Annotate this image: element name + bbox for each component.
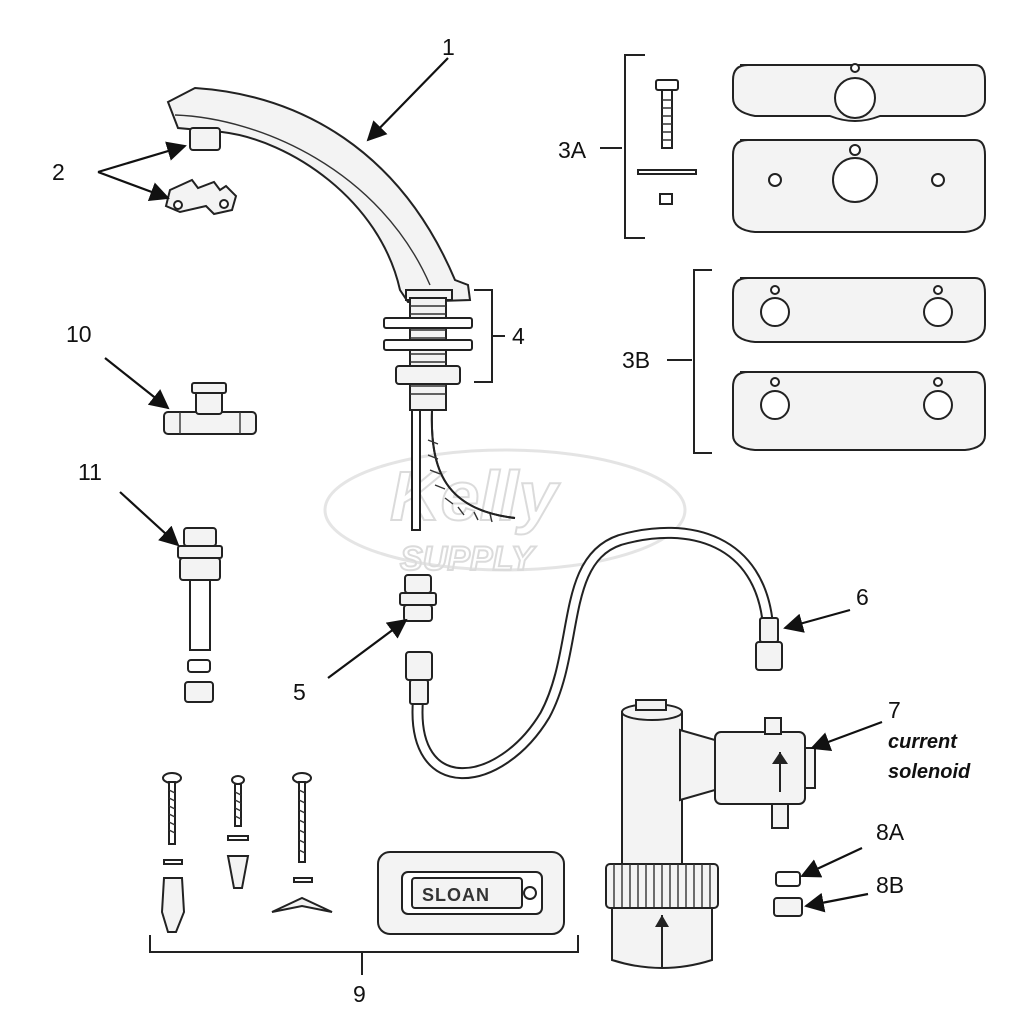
solenoid-valve-part-7 <box>605 699 816 969</box>
label-3b: 3B <box>622 347 650 373</box>
label-4: 4 <box>512 323 525 349</box>
watermark: Kelly SUPPLY <box>323 448 687 579</box>
label-3a: 3A <box>558 137 587 163</box>
cover-plates-part-3a <box>600 54 986 239</box>
gasket-part-8b <box>773 897 803 917</box>
label-2: 2 <box>52 159 65 185</box>
arrow-1 <box>366 57 449 142</box>
tee-fitting-part-10 <box>163 382 257 435</box>
watermark-line2: SUPPLY <box>400 540 537 578</box>
hardware-kit-part-9: SLOAN <box>149 772 579 975</box>
label-11: 11 <box>78 459 102 485</box>
label-5: 5 <box>293 679 306 705</box>
mounting-hardware-part-4 <box>383 289 493 385</box>
adapter-part-5 <box>399 574 437 622</box>
brand-plate-text: SLOAN <box>422 885 490 905</box>
label-9: 9 <box>353 981 366 1007</box>
faucet-spout-part-1 <box>166 86 472 411</box>
label-8b: 8B <box>876 872 904 898</box>
supply-hose-part-6 <box>405 526 783 780</box>
label-6: 6 <box>856 584 869 610</box>
washer-part-8a <box>775 871 801 887</box>
cover-plates-part-3b <box>667 269 986 454</box>
label-1: 1 <box>442 34 455 60</box>
label-7-note-current: current <box>888 731 958 753</box>
sensor-cable <box>411 409 516 531</box>
label-8a: 8A <box>876 819 905 845</box>
aerator-part-2 <box>164 178 238 216</box>
check-fitting-part-11 <box>177 527 223 703</box>
label-7: 7 <box>888 697 901 723</box>
label-7-note-solenoid: solenoid <box>888 761 971 783</box>
label-10: 10 <box>66 321 92 347</box>
